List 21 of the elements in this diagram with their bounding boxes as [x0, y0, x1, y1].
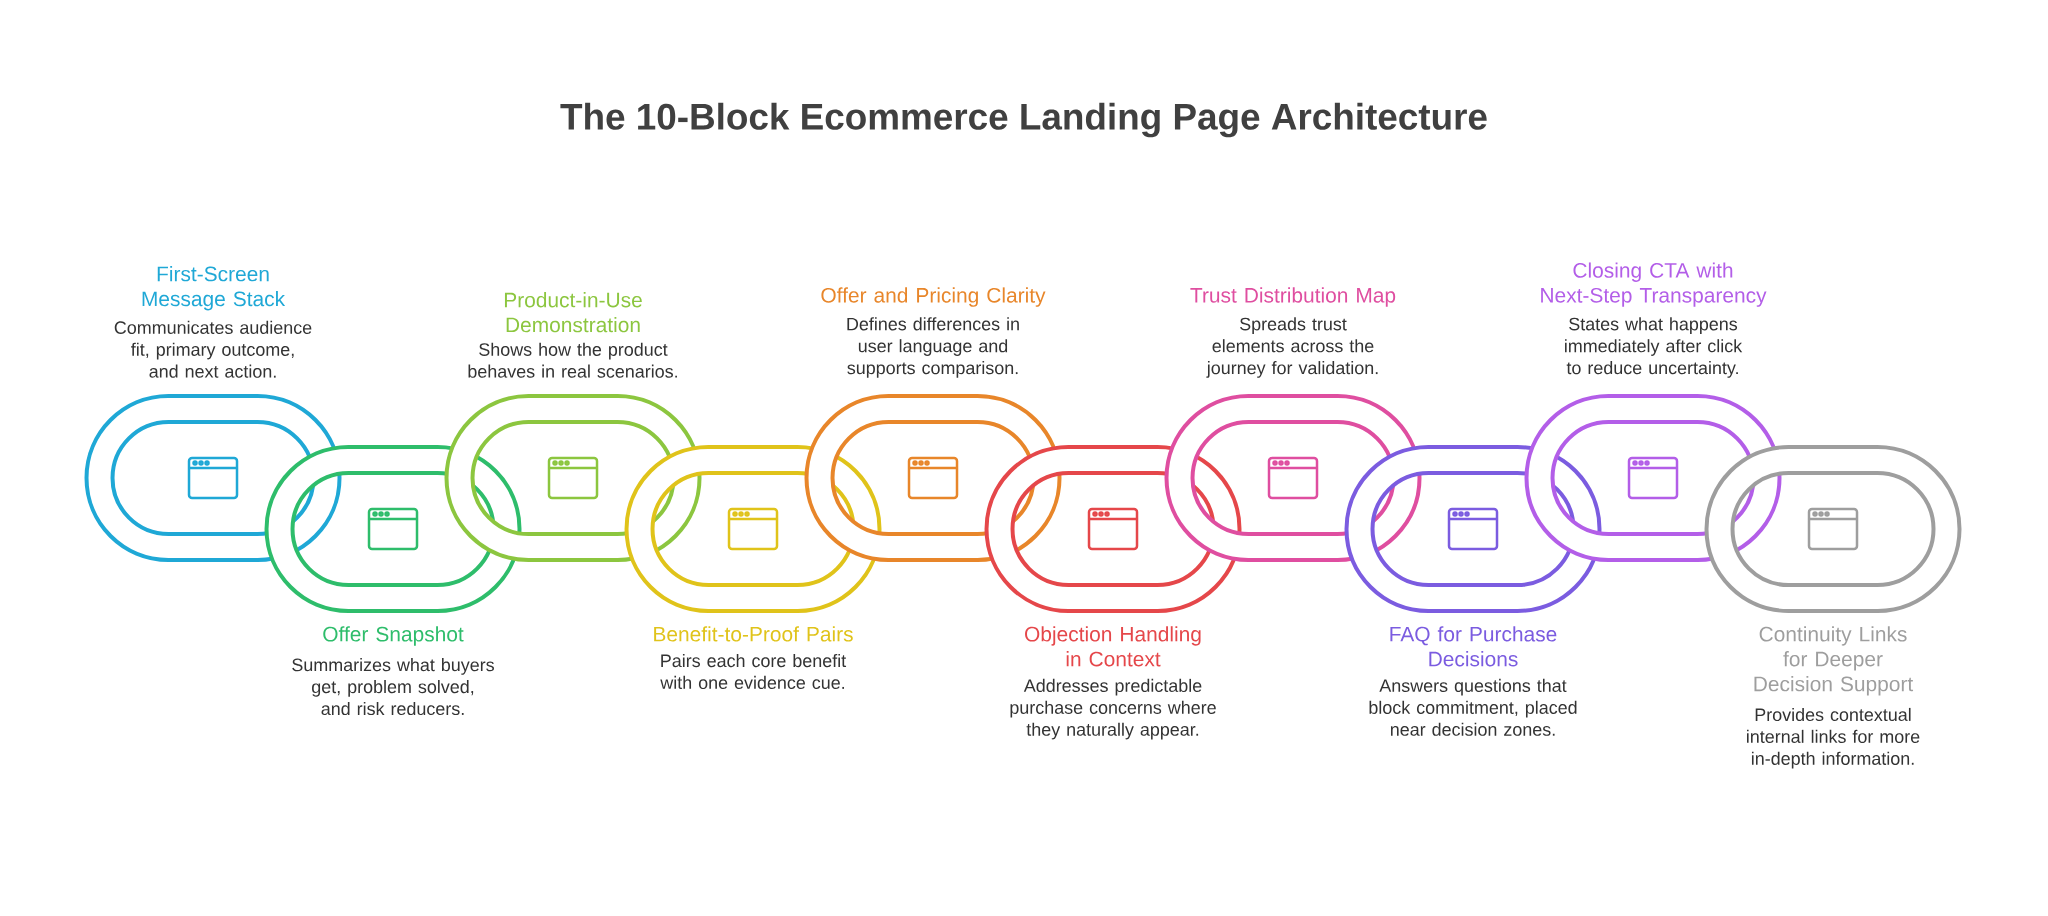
- link-heading: FAQ for Purchase Decisions: [1390, 626, 1557, 667]
- link-heading: Benefit-to-Proof Pairs: [654, 626, 853, 642]
- link-description: Summarizes what buyers get, problem solved, and risk reducers.: [292, 658, 494, 716]
- link-heading: Offer Snapshot: [323, 626, 464, 646]
- link-description: States what happens immediately after click to reduce uncertainty.: [1565, 317, 1743, 378]
- link-description: Pairs each core benefit with one evidence cue.: [660, 653, 847, 690]
- title: The 10-Block Ecommerce Landing Page Architecture: [560, 102, 1487, 138]
- link-description: Shows how the product behaves in real scenarios.: [468, 342, 677, 378]
- link-heading: First-Screen Message Stack: [142, 266, 286, 311]
- link-heading: Objection Handling in Context: [1025, 626, 1201, 667]
- link-description: Answers questions that block commitment, placed near decision zones.: [1369, 678, 1577, 736]
- link-description: Defines differences in user language and supports comparison.: [847, 317, 1019, 378]
- link-heading: Offer and Pricing Clarity: [821, 287, 1046, 307]
- link-heading: Product-in-Use Demonstration: [504, 292, 642, 333]
- link-heading: Trust Distribution Map: [1190, 287, 1396, 307]
- link-description: Communicates audience fit, primary outcome, and next action.: [114, 320, 312, 378]
- link-description: Spreads trust elements across the journey for validation.: [1206, 317, 1378, 378]
- link-heading: Closing CTA with Next-Step Transparency: [1541, 262, 1767, 307]
- link-description: Provides contextual internal links for more in-depth information.: [1747, 707, 1920, 769]
- link-heading: Continuity Links for Deeper Decision Support: [1754, 626, 1914, 696]
- link-description: Addresses predictable purchase concerns where they naturally appear.: [1010, 678, 1216, 740]
